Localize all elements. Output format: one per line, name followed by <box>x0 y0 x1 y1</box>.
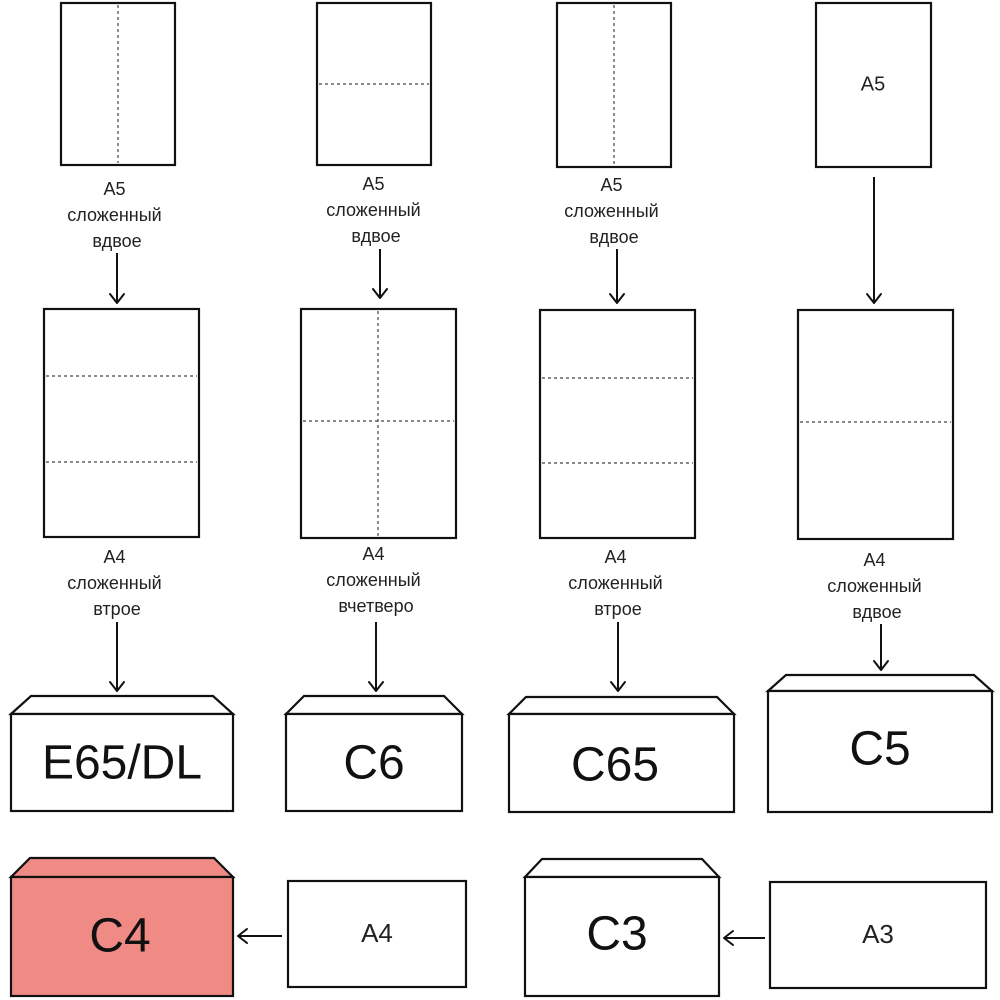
down-arrow-icon <box>109 253 125 304</box>
column-1: A5 сложенный вдвое A4 сложенный втрое E6… <box>8 1 236 813</box>
envelope-label: C4 <box>89 910 150 963</box>
envelope-e65-dl: E65/DL <box>8 694 236 813</box>
a5-sheet-folded-in-half <box>315 1 433 167</box>
sheet-label: A3 <box>862 919 894 949</box>
left-arrow-icon <box>237 928 282 944</box>
down-arrow-icon <box>609 249 625 304</box>
envelope-c65: C65 <box>506 695 737 814</box>
down-arrow-icon <box>109 622 125 692</box>
down-arrow-icon <box>368 622 384 692</box>
column-3: A5 сложенный вдвое A4 сложенный втрое C6… <box>506 1 737 814</box>
a5-caption: A5 сложенный вдвое <box>326 174 425 246</box>
envelope-label: C65 <box>571 739 659 792</box>
a4-caption: A4 сложенный вчетверо <box>326 544 425 616</box>
column-2: A5 сложенный вдвое A4 сложенный вчетверо… <box>283 1 465 813</box>
a5-caption: A5 сложенный вдвое <box>564 175 663 247</box>
down-arrow-icon <box>372 249 388 299</box>
envelope-label: C6 <box>343 737 404 790</box>
a4-caption: A4 сложенный втрое <box>568 547 667 619</box>
a4-caption: A4 сложенный втрое <box>67 547 166 619</box>
a4-sheet-folded-in-half <box>796 308 955 541</box>
sheet-label: A4 <box>361 918 393 948</box>
a5-sheet-folded-in-half <box>555 1 673 169</box>
bottom-row-c4: C4 A4 <box>8 856 468 998</box>
a4-caption: A4 сложенный вдвое <box>827 550 926 622</box>
envelope-c3: C3 <box>522 857 722 998</box>
down-arrow-icon <box>866 177 882 304</box>
a5-sheet-folded-in-half <box>59 1 177 167</box>
a4-sheet-folded-in-three <box>42 307 201 539</box>
envelope-label: C5 <box>849 723 910 776</box>
column-4: A5 A4 сложенный вдвое C5 <box>765 1 995 814</box>
a5-caption: A5 сложенный вдвое <box>67 179 166 251</box>
bottom-row-c3: C3 A3 <box>522 857 988 998</box>
envelope-label: E65/DL <box>42 737 202 790</box>
a4-sheet: A4 <box>286 879 468 989</box>
a4-sheet-folded-in-three <box>538 308 697 540</box>
envelope-c6: C6 <box>283 694 465 813</box>
a5-sheet: A5 <box>814 1 933 169</box>
envelope-label: C3 <box>586 908 647 961</box>
left-arrow-icon <box>723 930 765 946</box>
a4-sheet-folded-in-four <box>299 307 458 540</box>
a3-sheet: A3 <box>768 880 988 990</box>
sheet-label: A5 <box>861 73 885 95</box>
down-arrow-icon <box>610 622 626 692</box>
envelope-c5: C5 <box>765 673 995 814</box>
down-arrow-icon <box>873 624 889 671</box>
envelope-c4: C4 <box>8 856 236 998</box>
